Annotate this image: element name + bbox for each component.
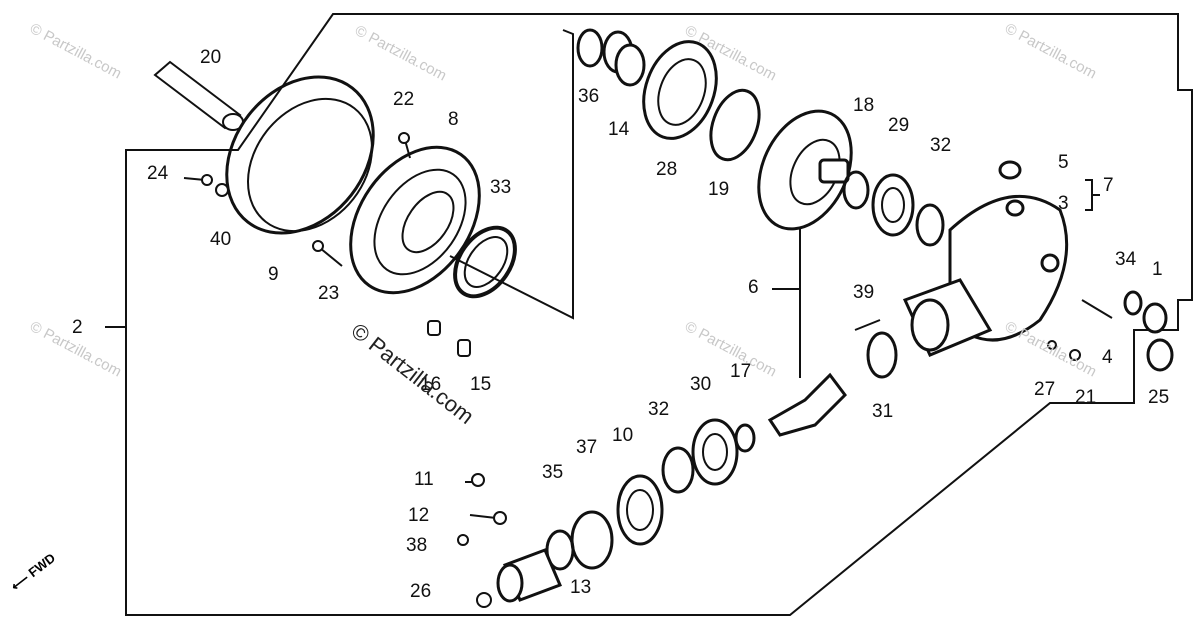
part-18-shim <box>842 170 870 210</box>
callout-18: 18 <box>853 95 875 116</box>
callout-6: 6 <box>748 277 759 298</box>
seal-outline <box>449 29 574 320</box>
part-6-pinion <box>767 372 847 437</box>
callout-30: 30 <box>690 374 712 395</box>
part-36-ring <box>576 28 604 68</box>
part-13-joint <box>496 548 562 603</box>
part-17-ring <box>734 423 756 453</box>
callout-1: 1 <box>1152 259 1163 280</box>
callout-15: 15 <box>470 374 492 395</box>
callout-34: 34 <box>1115 249 1137 270</box>
callout-22: 22 <box>393 89 415 110</box>
callout-33: 33 <box>490 177 512 198</box>
fasteners <box>183 132 471 357</box>
part-27-21-fasteners <box>1047 340 1081 361</box>
part-14-bushing <box>602 30 646 87</box>
callout-4: 4 <box>1102 347 1113 368</box>
assembly-outline <box>125 13 1193 616</box>
callout-17: 17 <box>730 361 752 382</box>
callout-36: 36 <box>578 86 600 107</box>
callout-11: 11 <box>414 469 434 490</box>
callout-28: 28 <box>656 159 678 180</box>
part-25-nut <box>1146 338 1174 372</box>
part-37-ring <box>570 510 614 570</box>
callout-14: 14 <box>608 119 630 140</box>
callout-16: 16 <box>420 374 442 395</box>
callout-31: 31 <box>872 401 894 422</box>
part-34-ring <box>1123 290 1143 316</box>
callout-32a: 32 <box>930 135 952 156</box>
part-19-circlip <box>709 88 761 162</box>
callout-20: 20 <box>200 47 222 68</box>
callout-35: 35 <box>542 462 564 483</box>
callout-27: 27 <box>1034 379 1056 400</box>
part-39-stud <box>854 319 881 331</box>
callout-5: 5 <box>1058 152 1069 173</box>
callout-25: 25 <box>1148 387 1170 408</box>
callout-7: 7 <box>1103 175 1114 196</box>
part-29-bearing <box>871 173 915 237</box>
part-32-washer <box>915 203 945 247</box>
part-32b-washer <box>661 446 695 494</box>
lower-fasteners <box>457 473 507 608</box>
callout-37: 37 <box>576 437 598 458</box>
part-30-bearing <box>691 418 739 486</box>
callout-12: 12 <box>408 505 430 526</box>
part-1-cap <box>1142 302 1168 334</box>
callout-29: 29 <box>888 115 910 136</box>
part-35-ring <box>545 529 575 571</box>
part-31-bearing <box>866 331 898 379</box>
part-33-seal <box>453 225 517 299</box>
part-28-bearing <box>642 40 718 140</box>
callout-26: 26 <box>410 581 432 602</box>
callout-24: 24 <box>147 163 169 184</box>
callout-9: 9 <box>268 264 279 285</box>
callout-3: 3 <box>1058 193 1069 214</box>
part-final-drive-housing <box>902 160 1069 357</box>
part-20-pin <box>153 60 244 131</box>
callout-32b: 32 <box>648 399 670 420</box>
part-9-brake-shoe <box>225 75 375 235</box>
callout-39: 39 <box>853 282 875 303</box>
callout-10: 10 <box>612 425 634 446</box>
part-4-bolt <box>1081 299 1113 319</box>
callout-21: 21 <box>1075 387 1097 408</box>
part-10-gear <box>616 474 664 546</box>
callout-23: 23 <box>318 283 340 304</box>
callout-38: 38 <box>406 535 428 556</box>
part-8-brake-panel <box>349 145 481 295</box>
callout-13: 13 <box>570 577 592 598</box>
callout-19: 19 <box>708 179 730 200</box>
callout-2: 2 <box>72 317 83 338</box>
part-ring-gear <box>757 109 853 231</box>
callout-8: 8 <box>448 109 459 130</box>
callout-40: 40 <box>210 229 232 250</box>
